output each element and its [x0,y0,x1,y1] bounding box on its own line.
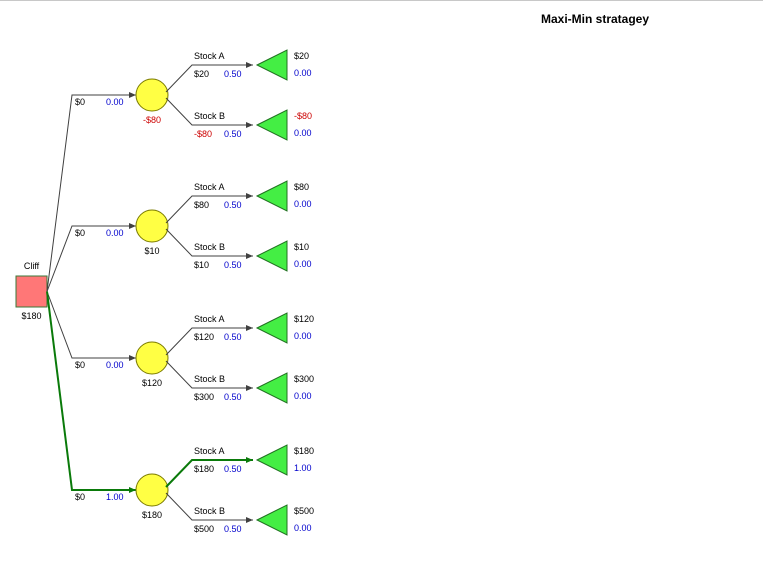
terminal-node [255,180,288,212]
terminal-probability: 0.00 [294,68,312,78]
terminal-value: $10 [294,242,309,252]
outcome-probability: 0.50 [224,332,242,342]
terminal-probability: 0.00 [294,391,312,401]
terminal-node [255,444,288,476]
terminal-value: $500 [294,506,314,516]
outcome-branch-line [165,457,253,488]
chance-value: $120 [142,378,162,388]
terminal-node [255,312,288,344]
branch-payoff: $0 [75,97,85,107]
outcome-name: Stock B [194,111,225,121]
decision-branch-line [46,291,136,493]
outcome-payoff: $120 [194,332,214,342]
outcome-probability: 0.50 [224,69,242,79]
outcome-name: Stock A [194,51,225,61]
branch-payoff: $0 [75,492,85,502]
terminal-value: $80 [294,182,309,192]
terminal-node [255,109,288,141]
outcome-name: Stock B [194,374,225,384]
outcome-probability: 0.50 [224,464,242,474]
outcome-branch-line [165,492,253,523]
outcome-payoff: $10 [194,260,209,270]
outcome-payoff: $300 [194,392,214,402]
chance-value: -$80 [143,115,161,125]
outcome-payoff: $180 [194,464,214,474]
outcome-probability: 0.50 [224,200,242,210]
terminal-probability: 0.00 [294,523,312,533]
terminal-node [255,240,288,272]
terminal-value: -$80 [294,111,312,121]
terminal-value: $20 [294,51,309,61]
terminal-value: $180 [294,446,314,456]
decision-node [15,275,48,308]
chance-node [135,78,169,112]
branch-payoff: $0 [75,360,85,370]
outcome-branch-line [165,228,253,259]
outcome-branch-line [165,62,253,93]
diagram-title: Maxi-Min stratagey [541,12,649,26]
terminal-node [255,504,288,536]
decision-branch-line [46,223,136,292]
chance-value: $10 [144,246,159,256]
outcome-probability: 0.50 [224,524,242,534]
outcome-payoff: $80 [194,200,209,210]
terminal-probability: 1.00 [294,463,312,473]
terminal-probability: 0.00 [294,259,312,269]
terminal-probability: 0.00 [294,331,312,341]
outcome-probability: 0.50 [224,392,242,402]
decision-branch-line [46,291,136,361]
decision-name: Cliff [24,261,40,271]
outcome-payoff: $500 [194,524,214,534]
chance-value: $180 [142,510,162,520]
outcome-name: Stock B [194,242,225,252]
outcome-name: Stock A [194,314,225,324]
branch-probability: 0.00 [106,97,124,107]
decision-value: $180 [21,311,41,321]
outcome-branch-line [165,360,253,391]
outcome-name: Stock A [194,446,225,456]
terminal-probability: 0.00 [294,128,312,138]
terminal-value: $300 [294,374,314,384]
outcome-branch-line [165,193,253,224]
top-border [0,0,763,1]
outcome-probability: 0.50 [224,129,242,139]
chance-node [135,341,169,375]
decision-branch-line [46,92,136,292]
outcome-name: Stock A [194,182,225,192]
outcome-branch-line [165,97,253,128]
outcome-branch-line [165,325,253,356]
outcome-name: Stock B [194,506,225,516]
terminal-value: $120 [294,314,314,324]
chance-node [135,209,169,243]
outcome-payoff: $20 [194,69,209,79]
chance-node [135,473,169,507]
branch-probability: 1.00 [106,492,124,502]
terminal-node [255,49,288,81]
branch-payoff: $0 [75,228,85,238]
terminal-node [255,372,288,404]
outcome-probability: 0.50 [224,260,242,270]
terminal-probability: 0.00 [294,199,312,209]
outcome-payoff: -$80 [194,129,212,139]
branch-probability: 0.00 [106,360,124,370]
branch-probability: 0.00 [106,228,124,238]
